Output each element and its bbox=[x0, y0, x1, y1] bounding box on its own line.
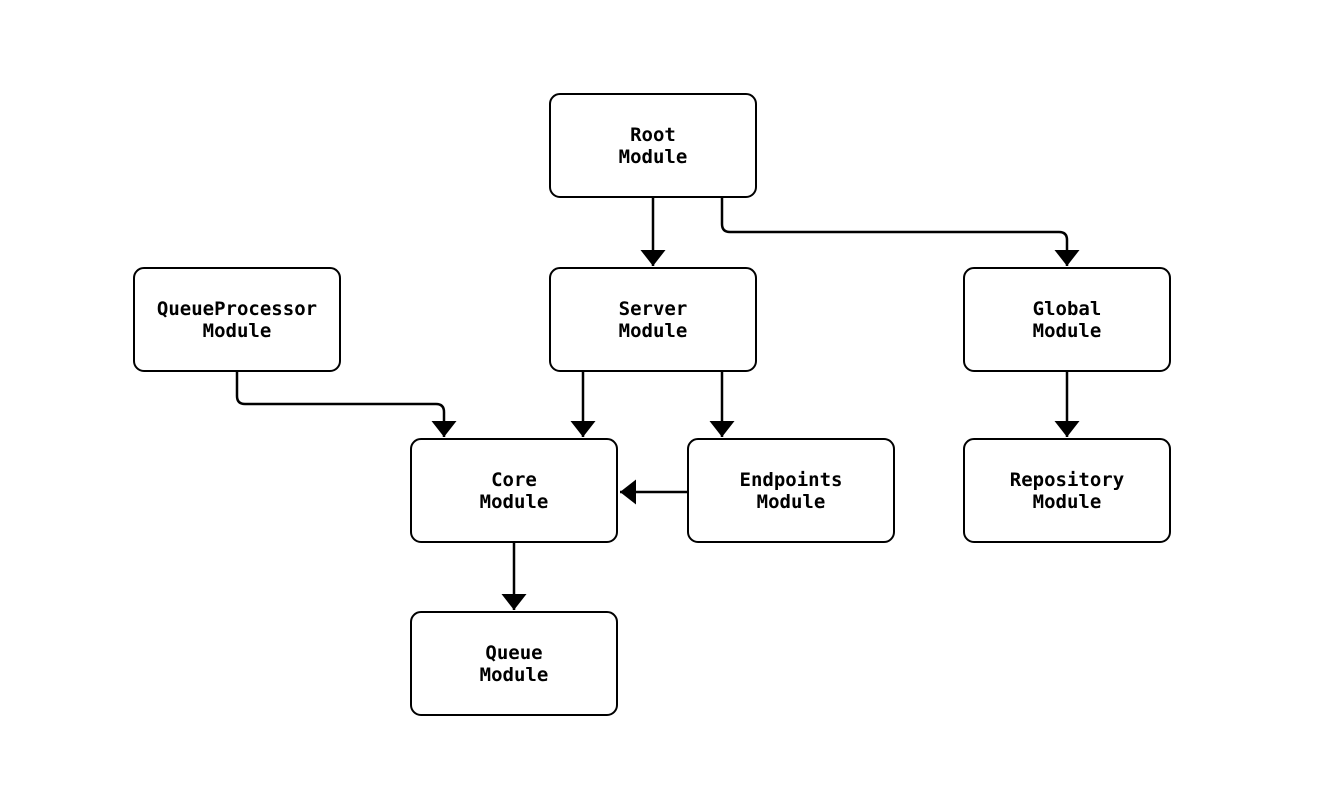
node-queueprocessor-module: QueueProcessor Module bbox=[133, 267, 341, 372]
node-queue-module: Queue Module bbox=[410, 611, 618, 716]
node-repository-module: Repository Module bbox=[963, 438, 1171, 543]
edge-queueprocessor-to-core bbox=[235, 372, 457, 437]
node-core-module: Core Module bbox=[410, 438, 618, 543]
node-server-module: Server Module bbox=[549, 267, 757, 372]
node-endpoints-module: Endpoints Module bbox=[687, 438, 895, 543]
edge-root-to-global bbox=[720, 198, 1080, 266]
node-root-module: Root Module bbox=[549, 93, 757, 198]
node-global-module: Global Module bbox=[963, 267, 1171, 372]
